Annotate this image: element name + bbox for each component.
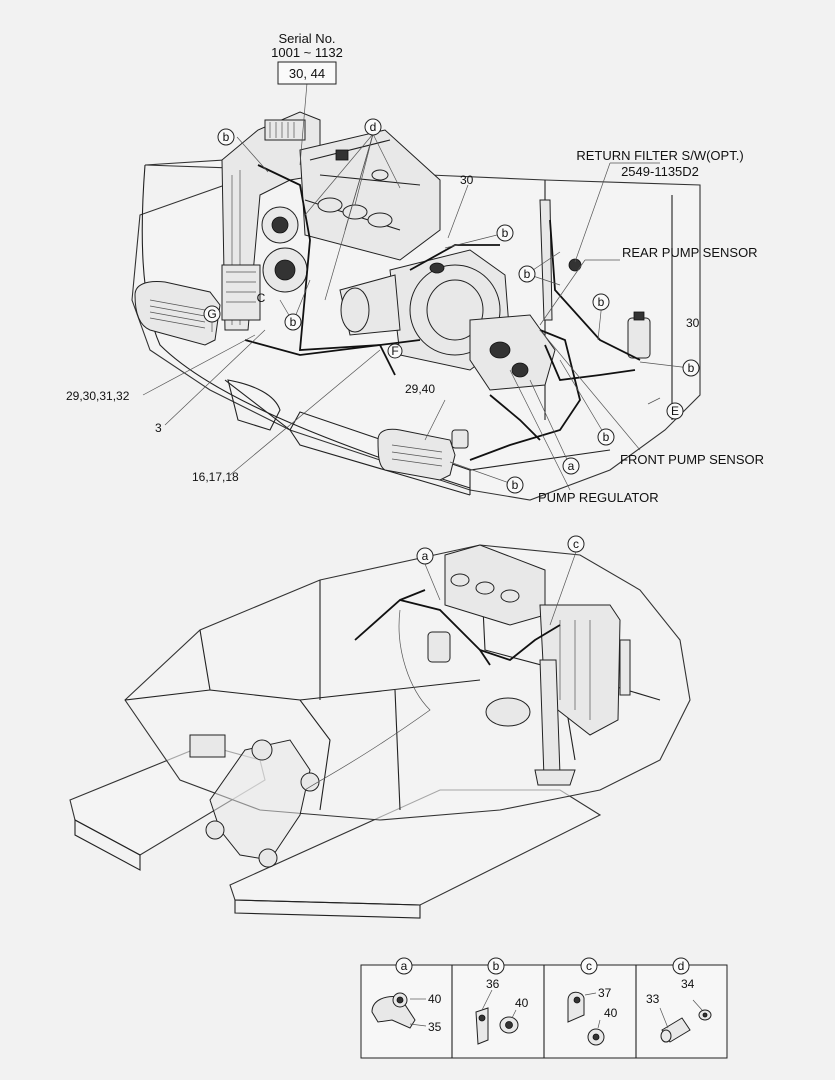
- detail-cell-c: c 37 40: [567, 957, 618, 1046]
- letter-callouts-top: b d b b b b b a b b E G F C: [203, 118, 700, 494]
- callout-29-40: 29,40: [405, 382, 435, 396]
- callout-16-18: 16,17,18: [192, 470, 239, 484]
- callout-29-32: 29,30,31,32: [66, 389, 130, 403]
- svg-text:40: 40: [604, 1006, 618, 1020]
- svg-text:a: a: [568, 459, 575, 473]
- detail-cell-b: b 36 40: [475, 957, 529, 1045]
- svg-text:37: 37: [598, 986, 612, 1000]
- svg-text:36: 36: [486, 977, 500, 991]
- svg-text:c: c: [586, 959, 592, 973]
- return-filter-part-number: 2549-1135D2: [621, 164, 699, 179]
- svg-text:40: 40: [428, 992, 442, 1006]
- detail-cell-a: a 40 35: [371, 957, 442, 1034]
- serial-box: Serial No. 1001 ~ 1132 30, 44: [271, 31, 343, 85]
- letter-callouts-bottom: a c: [416, 535, 585, 565]
- svg-text:b: b: [688, 361, 695, 375]
- wire-harness-bottom: [304, 589, 561, 791]
- svg-text:b: b: [512, 478, 519, 492]
- left-grille: [134, 281, 221, 346]
- svg-text:b: b: [524, 267, 531, 281]
- svg-text:b: b: [598, 295, 605, 309]
- svg-text:G: G: [207, 307, 216, 321]
- engine: [261, 129, 441, 293]
- svg-text:C: C: [257, 291, 266, 305]
- svg-text:b: b: [493, 959, 500, 973]
- detail-table: a 40 35 b 36 40 c: [360, 957, 728, 1059]
- svg-text:34: 34: [681, 977, 695, 991]
- serial-range: 1001 ~ 1132: [271, 45, 343, 60]
- svg-text:b: b: [502, 226, 509, 240]
- svg-text:33: 33: [646, 992, 660, 1006]
- rear-pump-sensor-label: REAR PUMP SENSOR: [622, 245, 758, 260]
- pump-regulator-label: PUMP REGULATOR: [538, 490, 659, 505]
- callout-30-top: 30: [460, 173, 474, 187]
- svg-text:b: b: [290, 315, 297, 329]
- svg-text:a: a: [422, 549, 429, 563]
- rear-components: [539, 199, 651, 359]
- front-pump-sensor-label: FRONT PUMP SENSOR: [620, 452, 764, 467]
- svg-text:35: 35: [428, 1020, 442, 1034]
- svg-text:c: c: [573, 537, 579, 551]
- radiator: [221, 111, 321, 331]
- svg-text:d: d: [678, 959, 685, 973]
- engine-lower: [427, 544, 631, 786]
- svg-text:d: d: [370, 120, 377, 134]
- detail-cell-d: d 34 33: [646, 957, 712, 1043]
- lower-assembly-view: [69, 544, 691, 919]
- upper-assembly-view: [131, 111, 701, 501]
- svg-text:b: b: [223, 130, 230, 144]
- svg-text:E: E: [671, 404, 679, 418]
- serial-parts: 30, 44: [289, 66, 325, 81]
- callout-3: 3: [155, 421, 162, 435]
- svg-text:40: 40: [515, 996, 529, 1010]
- boom-bracket: [189, 734, 320, 868]
- svg-text:b: b: [603, 430, 610, 444]
- svg-text:F: F: [391, 344, 398, 358]
- callout-30-right: 30: [686, 316, 700, 330]
- leader-lines-bottom: [424, 551, 577, 626]
- svg-text:a: a: [401, 959, 408, 973]
- return-filter-label: RETURN FILTER S/W(OPT.): [576, 148, 743, 163]
- serial-title: Serial No.: [278, 31, 335, 46]
- lower-grille: [377, 428, 469, 481]
